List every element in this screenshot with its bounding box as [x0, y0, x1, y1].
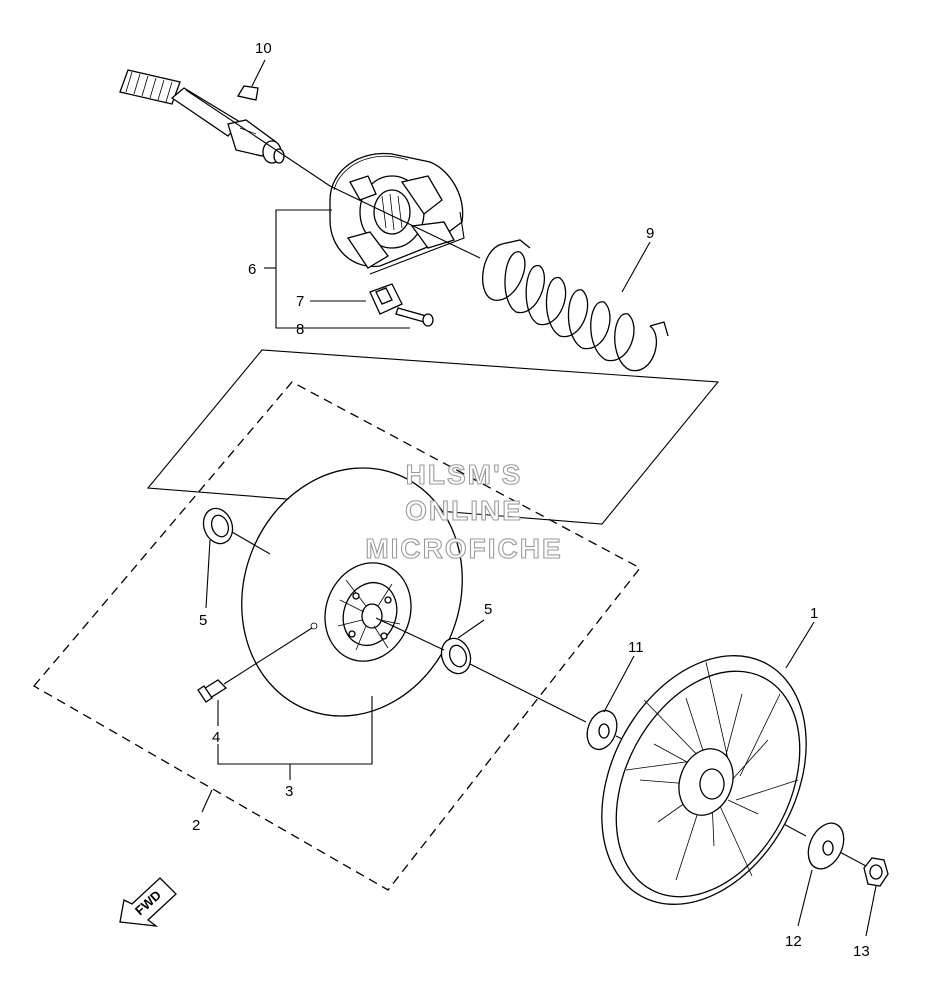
callout-5-right: 5 [484, 601, 492, 618]
callout-6: 6 [248, 261, 256, 278]
callout-2: 2 [192, 817, 200, 834]
watermark-line-2: ONLINE [405, 495, 523, 526]
spider-cam [329, 152, 464, 269]
callout-11: 11 [628, 639, 644, 656]
callout-8: 8 [296, 321, 304, 338]
callout-1: 1 [810, 605, 818, 622]
callout-10: 10 [255, 40, 272, 57]
oil-seal-left [202, 507, 271, 555]
fixed-sheave [601, 655, 807, 905]
washer-12 [807, 822, 845, 870]
callout-5-left: 5 [199, 612, 207, 629]
callout-12: 12 [785, 933, 802, 950]
flange-nut [863, 857, 889, 887]
washer-11 [586, 709, 618, 751]
oil-seal-right [440, 637, 472, 675]
watermark: HLSM'S ONLINE MICROFICHE [365, 458, 562, 564]
callout-4: 4 [212, 729, 220, 746]
watermark-line-3: MICROFICHE [365, 533, 562, 564]
callout-13: 13 [853, 943, 870, 960]
primary-shaft [119, 69, 331, 187]
bolt [395, 307, 434, 327]
grease-nipple [197, 627, 313, 703]
fwd-arrow-icon: FWD [119, 877, 177, 927]
callout-9: 9 [646, 225, 654, 242]
movable-sheave [241, 467, 463, 717]
compression-spring [482, 239, 669, 372]
callout-7: 7 [296, 293, 304, 310]
woodruff-key [236, 59, 266, 101]
callout-3: 3 [285, 783, 293, 800]
slider-block [369, 283, 403, 315]
watermark-line-1: HLSM'S [406, 459, 523, 490]
